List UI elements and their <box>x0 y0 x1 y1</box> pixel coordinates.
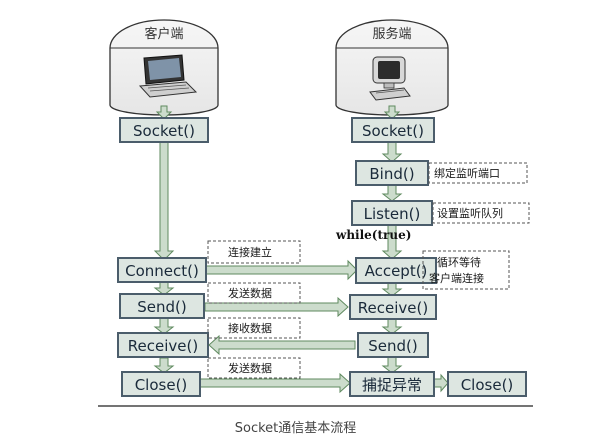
client-step-close-label: Close() <box>135 376 188 394</box>
note-bind: 绑定监听端口 <box>434 166 500 180</box>
client-step-receive-label: Receive() <box>128 337 198 355</box>
figure-caption: Socket通信基本流程 <box>234 421 357 436</box>
arrow-down <box>153 141 175 261</box>
server-step-bind-label: Bind() <box>369 165 414 183</box>
server-step-send: Send() <box>357 332 429 358</box>
message-send-2: 发送数据 <box>228 361 272 375</box>
server-steps: Socket() Bind() Listen() Accept() Receiv… <box>349 117 527 397</box>
arrow-down <box>381 141 403 163</box>
server-step-listen: Listen() <box>351 200 433 226</box>
client-header-label: 客户端 <box>144 26 183 42</box>
arrow-right <box>204 259 358 281</box>
arrow-right <box>204 296 349 318</box>
loop-label: while(true) <box>335 228 411 242</box>
client-step-socket: Socket() <box>119 117 209 143</box>
flow-arrows-horizontal <box>198 259 449 394</box>
server-step-close: Close() <box>447 371 527 397</box>
server-step-close-label: Close() <box>461 376 514 394</box>
arrow-down <box>381 224 403 260</box>
client-step-send-label: Send() <box>137 298 186 316</box>
arrow-left <box>208 334 356 356</box>
note-accept-line2: 客户端连接 <box>429 271 484 285</box>
message-receive-box <box>207 317 301 339</box>
note-accept-line1: 循环等待 <box>437 255 481 269</box>
message-send: 发送数据 <box>228 286 272 300</box>
client-step-connect-label: Connect() <box>125 262 199 280</box>
message-connect-box <box>207 240 301 264</box>
server-step-bind: Bind() <box>355 160 429 186</box>
arrow-right <box>433 373 449 393</box>
arrow-down <box>383 105 401 120</box>
socket-flow-diagram: 客户端 服务端 <box>98 19 533 407</box>
client-step-send: Send() <box>119 293 205 319</box>
client-steps: Socket() Connect() Send() Receive() Clos… <box>117 117 209 397</box>
server-step-receive: Receive() <box>349 294 437 320</box>
annotations <box>207 162 530 379</box>
note-listen: 设置监听队列 <box>437 206 503 220</box>
client-step-close: Close() <box>121 371 201 397</box>
server-step-exception: 捕捉异常 <box>349 371 435 397</box>
message-send2-box <box>207 357 301 379</box>
message-send-box <box>207 282 301 304</box>
desktop-computer-icon <box>369 56 411 101</box>
flow-arrows-vertical <box>153 105 403 374</box>
arrow-down <box>381 184 403 202</box>
client-header: 客户端 <box>109 19 219 116</box>
server-step-listen-label: Listen() <box>364 205 421 223</box>
arrow-down <box>153 280 175 296</box>
server-step-accept-label: Accept() <box>365 262 428 280</box>
server-step-accept: Accept() <box>355 257 437 284</box>
message-connect: 连接建立 <box>228 245 272 259</box>
laptop-icon <box>138 54 198 98</box>
note-listen-box <box>432 202 530 224</box>
server-step-exception-label: 捕捉异常 <box>362 376 422 394</box>
client-step-receive: Receive() <box>117 332 209 358</box>
client-step-connect: Connect() <box>117 257 207 283</box>
arrow-right <box>198 372 351 394</box>
arrow-down <box>381 356 403 374</box>
server-header: 服务端 <box>335 19 449 116</box>
note-bind-box <box>428 162 528 184</box>
arrow-down <box>381 318 403 335</box>
message-receive: 接收数据 <box>228 321 272 335</box>
server-step-socket-label: Socket() <box>362 122 424 140</box>
note-accept-box <box>422 250 510 290</box>
arrow-down <box>155 105 173 120</box>
arrow-down <box>153 357 175 374</box>
server-step-socket: Socket() <box>351 117 435 143</box>
arrow-down <box>153 317 175 335</box>
server-step-send-label: Send() <box>368 337 417 355</box>
server-header-label: 服务端 <box>372 26 411 42</box>
server-step-receive-label: Receive() <box>358 299 428 317</box>
client-step-socket-label: Socket() <box>133 122 195 140</box>
